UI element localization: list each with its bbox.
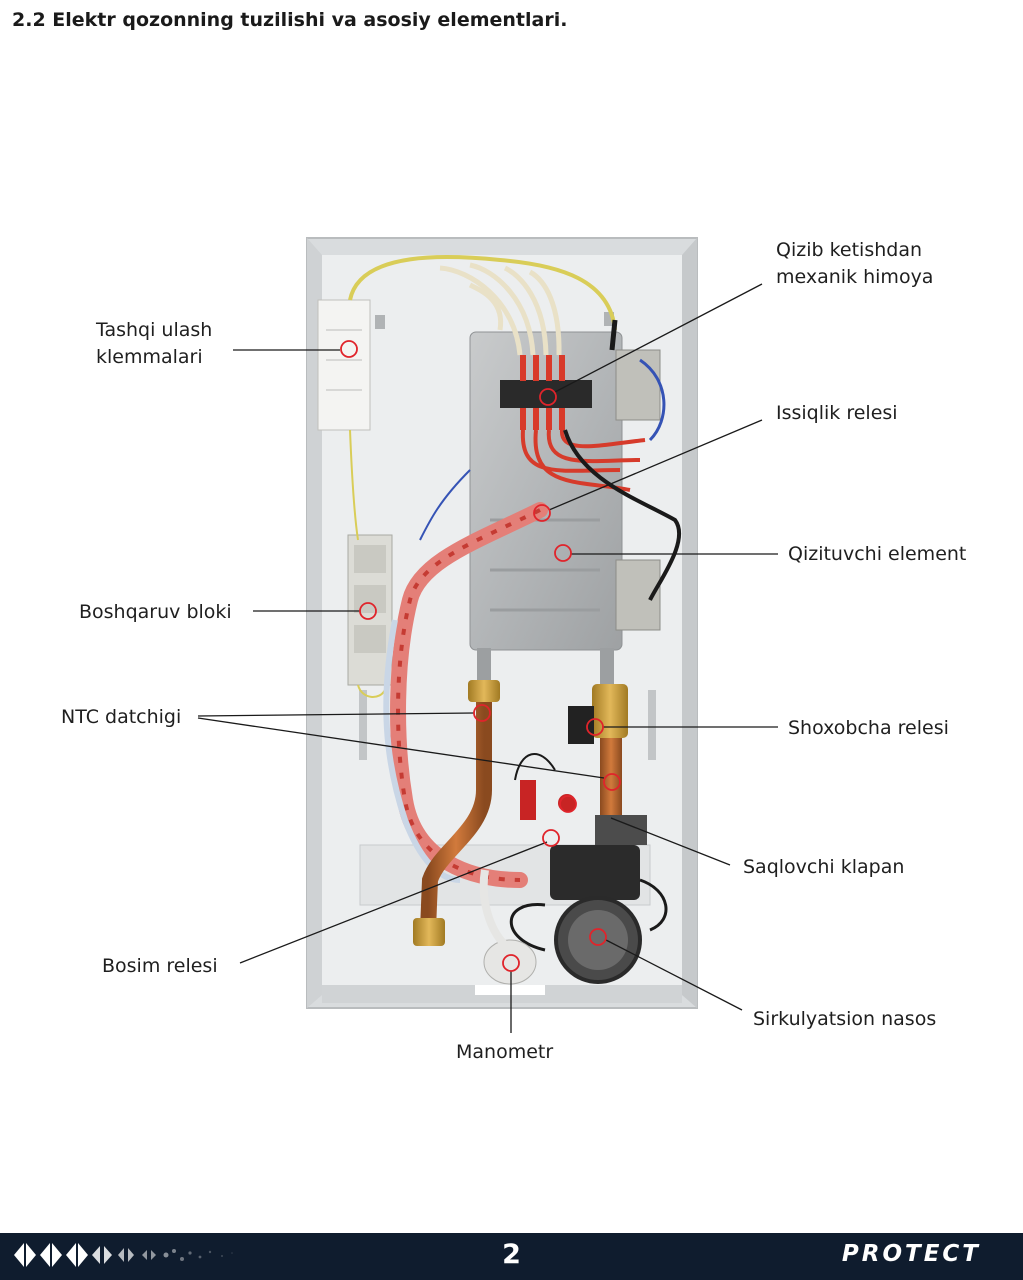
footer-pattern-icon xyxy=(14,1243,233,1267)
marker-thermal-relay xyxy=(533,504,551,522)
leader-lines xyxy=(197,283,778,1033)
section-title: 2.2 Elektr qozonning tuzilishi va asosiy… xyxy=(12,9,568,31)
label-heater: Qizituvchi element xyxy=(788,543,966,565)
marker-ntc-1 xyxy=(473,704,491,722)
left-pipe-top xyxy=(477,648,491,680)
boiler-photo xyxy=(306,237,698,1009)
marker-pump xyxy=(589,928,607,946)
marker-safety-valve xyxy=(559,795,577,813)
manometer-dial xyxy=(483,939,537,985)
marker-control xyxy=(359,602,377,620)
brand-logo: PROTECT xyxy=(841,1241,981,1267)
label-manometer: Manometr xyxy=(456,1041,553,1063)
cabinet-right-side xyxy=(682,238,697,1008)
label-overheat-line2: mexanik himoya xyxy=(776,266,933,288)
label-safety-valve: Saqlovchi klapan xyxy=(743,856,904,878)
pump-body xyxy=(550,845,640,900)
markers xyxy=(340,340,621,972)
label-pressure-relay: Bosim relesi xyxy=(102,955,218,977)
right-pipe-top xyxy=(600,648,614,686)
marker-overheat xyxy=(539,388,557,406)
label-control-unit: Boshqaruv bloki xyxy=(79,601,232,623)
marker-heater xyxy=(554,544,572,562)
label-terminals-line2: klemmalari xyxy=(96,346,203,368)
page-number: 2 xyxy=(502,1239,521,1270)
label-thermal-relay: Issiqlik relesi xyxy=(776,402,898,424)
label-terminals-line1: Tashqi ulash xyxy=(95,319,212,341)
label-flow-relay: Shoxobcha relesi xyxy=(788,717,949,739)
marker-ntc-2 xyxy=(603,773,621,791)
marker-manometer xyxy=(502,954,520,972)
label-pump: Sirkulyatsion nasos xyxy=(753,1008,936,1030)
marker-pressure-relay xyxy=(542,829,560,847)
marker-flow-relay xyxy=(586,718,604,736)
page-footer: 2 PROTECT xyxy=(0,1233,1023,1280)
label-overheat-line1: Qizib ketishdan xyxy=(776,239,922,261)
marker-terminals xyxy=(340,340,358,358)
label-ntc: NTC datchigi xyxy=(61,706,181,728)
terminal-block xyxy=(317,299,371,431)
